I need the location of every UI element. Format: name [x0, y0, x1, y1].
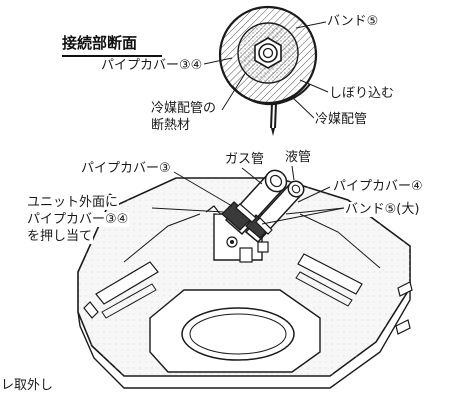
label-bottom-cut: レ取外し [0, 378, 55, 393]
pipe-assembly [221, 169, 305, 244]
label-liquid-pipe: 液管 [284, 150, 313, 165]
label-gas-pipe: ガス管 [224, 152, 266, 167]
label-band-top: バンド⑤ [326, 14, 380, 29]
section-title: 接続部断面 [62, 34, 138, 52]
cross-section-view [218, 5, 318, 136]
label-insulation-line1: 冷媒配管の [150, 101, 218, 116]
label-squeeze: しぼり込む [328, 86, 396, 101]
label-pipe-cover-34-top: パイプカバー③④ [100, 58, 204, 73]
label-pipe-cover-3: パイプカバー③ [80, 161, 172, 176]
cassette-unit [77, 177, 413, 389]
label-pipe-cover-4: パイプカバー④ [332, 179, 424, 194]
section-title-underline [62, 55, 162, 57]
label-unit-line1: ユニット外面に [26, 195, 120, 210]
label-insulation-line2: 断熱材 [150, 118, 192, 133]
label-unit-line2: パイプカバー③④ [26, 212, 130, 227]
top-leader-lines [203, 21, 329, 119]
label-unit-line3: を押し当て [26, 229, 94, 244]
label-band-large: バンド⑤(大) [344, 202, 421, 217]
label-refrigerant-pipe: 冷媒配管 [314, 112, 369, 127]
bottom-leader-lines [151, 165, 345, 225]
